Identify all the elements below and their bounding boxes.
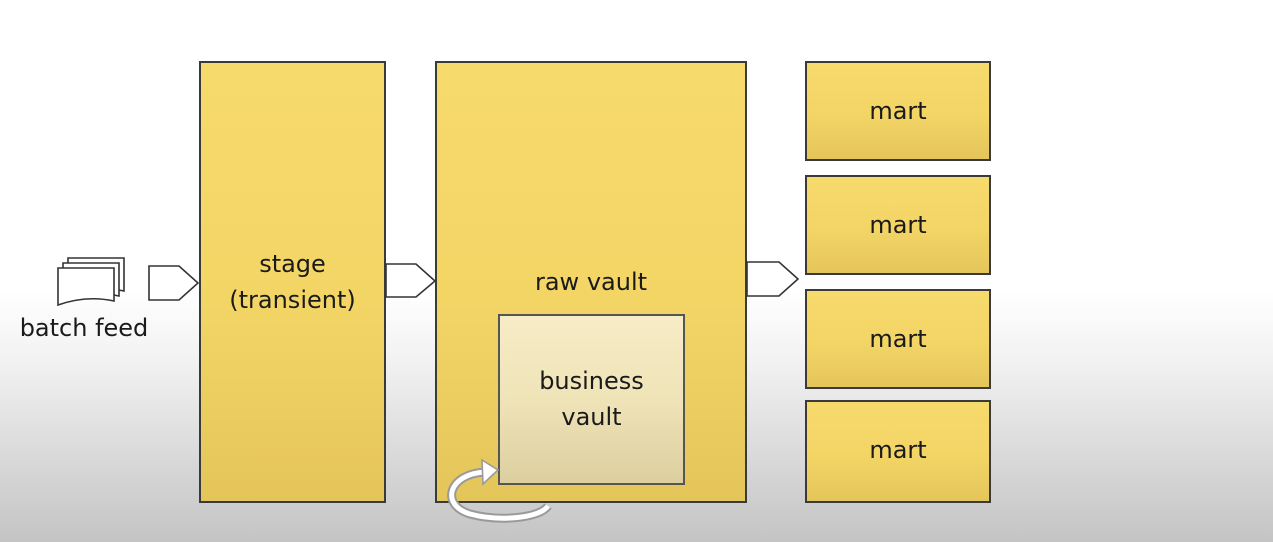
batch-feed-label: batch feed — [19, 314, 149, 342]
mart-label: mart — [869, 436, 927, 464]
stage-label-line2: (transient) — [229, 286, 356, 314]
business-vault-label: business vault — [498, 363, 685, 435]
stage-label: stage (transient) — [199, 246, 386, 318]
arrow-raw-vault-to-marts — [746, 261, 800, 297]
mart-label: mart — [869, 325, 927, 353]
mart-box — [805, 289, 991, 389]
mart-label: mart — [869, 211, 927, 239]
arrow-feed-to-stage — [148, 265, 200, 301]
mart-label: mart — [869, 97, 927, 125]
stage-box — [199, 61, 386, 503]
mart-box — [805, 61, 991, 161]
mart-box — [805, 175, 991, 275]
stage-label-line1: stage — [259, 250, 326, 278]
business-vault-label-line2: vault — [561, 403, 622, 431]
mart-box — [805, 400, 991, 503]
business-vault-label-line1: business — [539, 367, 644, 395]
document-stack-icon — [57, 257, 125, 307]
raw-vault-label: raw vault — [534, 268, 648, 296]
arrow-stage-to-raw-vault — [385, 263, 437, 298]
business-vault-box — [498, 314, 685, 485]
